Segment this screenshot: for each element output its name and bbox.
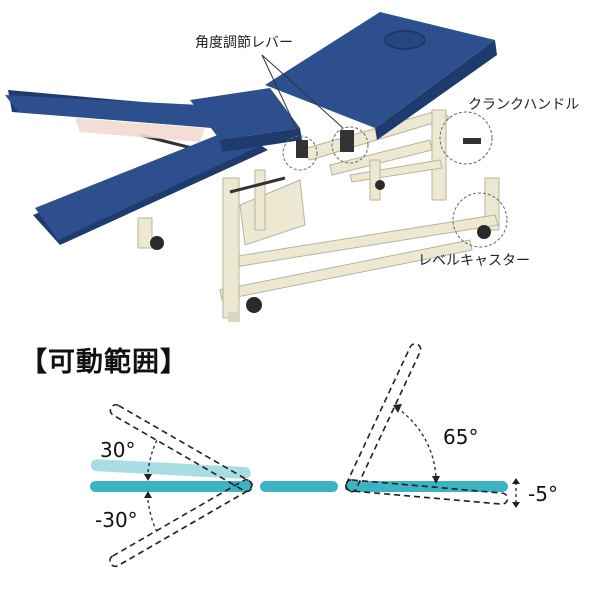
- angle-arcs: [147, 407, 517, 535]
- head-section-ghost: [90, 459, 251, 479]
- level-caster-label: レベルキャスター: [418, 253, 530, 269]
- back-up-angle-label: 65°: [443, 425, 479, 449]
- angle-lever-label: 角度調節レバー: [195, 35, 293, 51]
- callout-circles: [282, 111, 508, 248]
- seat-section: [190, 88, 302, 152]
- head-up-outline: [109, 404, 253, 568]
- angle-arrowheads: [144, 404, 520, 508]
- head-section-flat: [90, 481, 252, 492]
- crank-handle-label: クランクハンドル: [468, 97, 580, 113]
- head-section: [5, 90, 215, 142]
- table-frame: [137, 109, 500, 319]
- foot-section: [33, 128, 268, 245]
- back-up-outline: [345, 343, 509, 505]
- head-down-angle-label: -30°: [95, 508, 138, 532]
- head-up-angle-label: 30°: [100, 438, 136, 462]
- back-section: [265, 12, 497, 140]
- foot-down-angle-label: -5°: [528, 482, 558, 506]
- seat-section-flat: [260, 481, 338, 492]
- angle-levers: [296, 130, 481, 158]
- callout-leaders: [261, 54, 344, 137]
- section-title: 【可動範囲】: [20, 347, 188, 378]
- caster-wheels: [150, 180, 491, 322]
